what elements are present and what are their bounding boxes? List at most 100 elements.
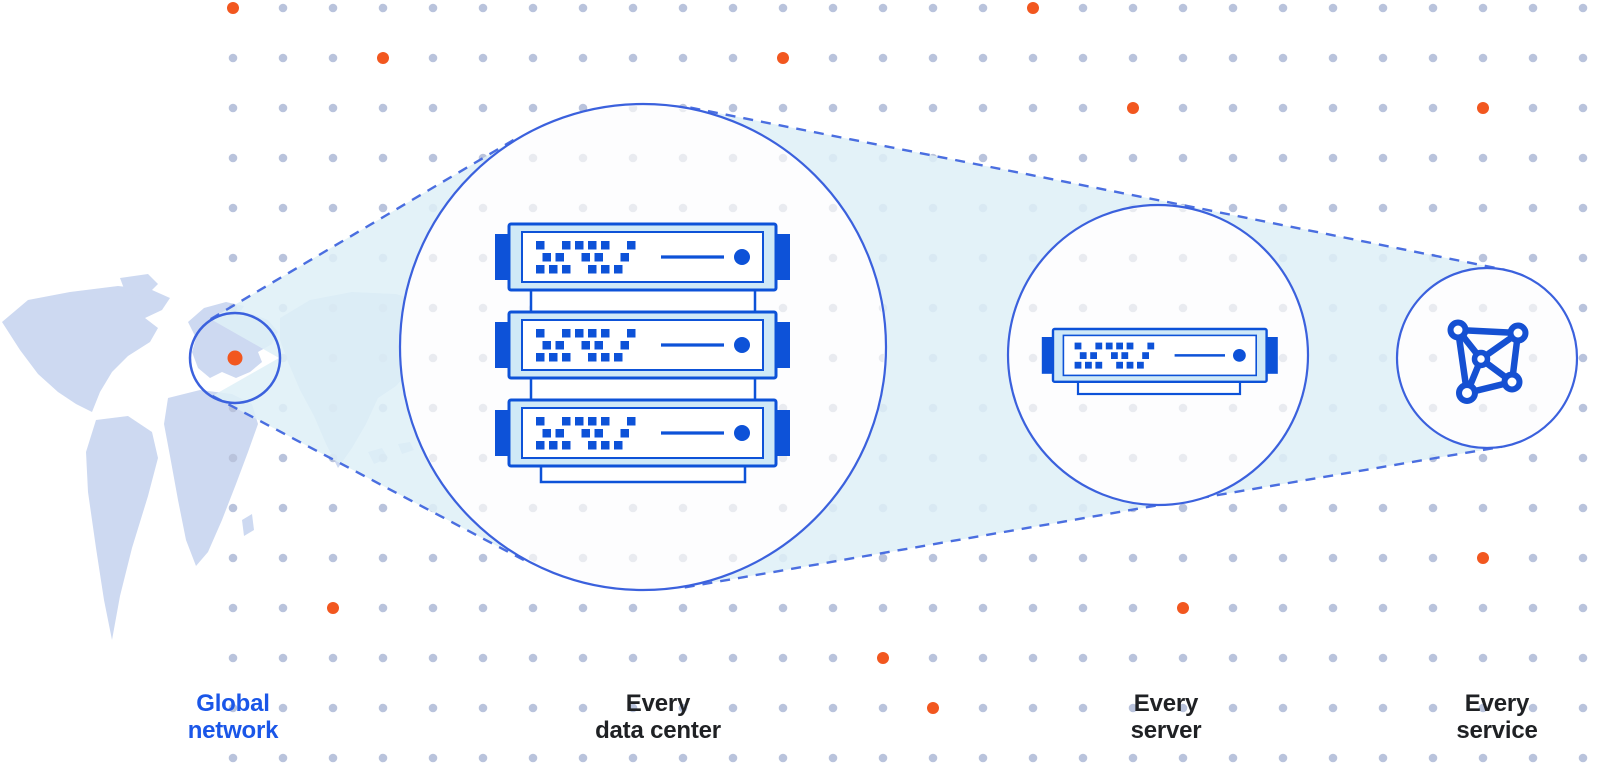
grid-dot <box>1528 753 1538 763</box>
grid-dot <box>678 703 688 713</box>
grid-dot <box>1578 403 1588 413</box>
grid-dot <box>1578 703 1588 713</box>
orange-accent-dot <box>227 2 239 14</box>
grid-dot <box>1078 153 1088 163</box>
mesh-node <box>1507 322 1529 344</box>
grid-dot <box>1078 753 1088 763</box>
grid-dot <box>828 753 838 763</box>
grid-dot <box>1278 203 1288 213</box>
grid-dot <box>1128 703 1138 713</box>
mesh-node-center <box>1471 349 1491 369</box>
grid-dot <box>1578 53 1588 63</box>
grid-dot <box>328 503 338 513</box>
grid-dot <box>278 53 288 63</box>
orange-accent-dot <box>1127 102 1139 114</box>
grid-dot <box>1578 103 1588 113</box>
grid-dot <box>978 653 988 663</box>
grid-dot <box>1578 553 1588 563</box>
mesh-node <box>1456 382 1478 404</box>
grid-dot <box>1578 203 1588 213</box>
grid-dot <box>1028 553 1038 563</box>
grid-dot <box>1478 653 1488 663</box>
grid-dot <box>1328 603 1338 613</box>
grid-dot <box>578 703 588 713</box>
grid-dot <box>1578 303 1588 313</box>
grid-dot <box>978 553 988 563</box>
label-every-server: server <box>1131 717 1202 744</box>
grid-dot <box>1478 53 1488 63</box>
grid-dot <box>478 703 488 713</box>
grid-dot <box>278 153 288 163</box>
grid-dot <box>928 103 938 113</box>
grid-dot <box>1378 703 1388 713</box>
grid-dot <box>378 103 388 113</box>
grid-dot <box>1428 503 1438 513</box>
grid-dot <box>1278 503 1288 513</box>
mesh-node <box>1501 371 1523 393</box>
grid-dot <box>628 53 638 63</box>
orange-accent-dot <box>1477 102 1489 114</box>
grid-dot <box>1328 103 1338 113</box>
island-madagascar <box>242 514 254 536</box>
grid-dot <box>1428 753 1438 763</box>
grid-dot <box>1278 153 1288 163</box>
grid-dot <box>378 553 388 563</box>
grid-dot <box>228 503 238 513</box>
grid-dot <box>1078 703 1088 713</box>
orange-accent-dot <box>377 52 389 64</box>
grid-dot <box>678 653 688 663</box>
orange-accent-dot <box>1027 2 1039 14</box>
server-unit-icon <box>493 222 792 292</box>
grid-dot <box>1478 753 1488 763</box>
grid-dot <box>1528 503 1538 513</box>
grid-dot <box>1578 153 1588 163</box>
grid-dot <box>1528 53 1538 63</box>
grid-dot <box>1228 603 1238 613</box>
grid-dot <box>1128 603 1138 613</box>
grid-dot <box>1528 703 1538 713</box>
grid-dot <box>728 603 738 613</box>
grid-dot <box>1228 3 1238 13</box>
grid-dot <box>528 653 538 663</box>
grid-dot <box>1178 553 1188 563</box>
continent-greenland <box>120 274 158 296</box>
grid-dot <box>328 153 338 163</box>
grid-dot <box>978 3 988 13</box>
grid-dot <box>278 653 288 663</box>
grid-dot <box>1528 203 1538 213</box>
grid-dot <box>278 603 288 613</box>
grid-dot <box>928 53 938 63</box>
grid-dot <box>728 103 738 113</box>
mesh-node <box>1447 319 1469 341</box>
grid-dot <box>378 603 388 613</box>
grid-dot <box>1428 203 1438 213</box>
label-global-network: Global <box>196 690 269 717</box>
grid-dot <box>828 103 838 113</box>
grid-dot <box>1228 503 1238 513</box>
grid-dot <box>1428 53 1438 63</box>
grid-dot <box>578 603 588 613</box>
grid-dot <box>678 603 688 613</box>
grid-dot <box>228 753 238 763</box>
grid-dot <box>1128 653 1138 663</box>
grid-dot <box>278 703 288 713</box>
grid-dot <box>428 703 438 713</box>
grid-dot <box>978 603 988 613</box>
grid-dot <box>1228 653 1238 663</box>
grid-dot <box>378 203 388 213</box>
grid-dot <box>528 3 538 13</box>
continent-north-america <box>2 286 170 412</box>
grid-dot <box>1128 3 1138 13</box>
grid-dot <box>1078 3 1088 13</box>
grid-dot <box>428 53 438 63</box>
label-every-server: Every <box>1134 690 1199 717</box>
grid-dot <box>1178 103 1188 113</box>
grid-dot <box>628 603 638 613</box>
grid-dot <box>1328 653 1338 663</box>
grid-dot <box>428 753 438 763</box>
grid-dot <box>1028 103 1038 113</box>
grid-dot <box>978 753 988 763</box>
grid-dot <box>228 453 238 463</box>
grid-dot <box>778 103 788 113</box>
grid-dot <box>278 203 288 213</box>
